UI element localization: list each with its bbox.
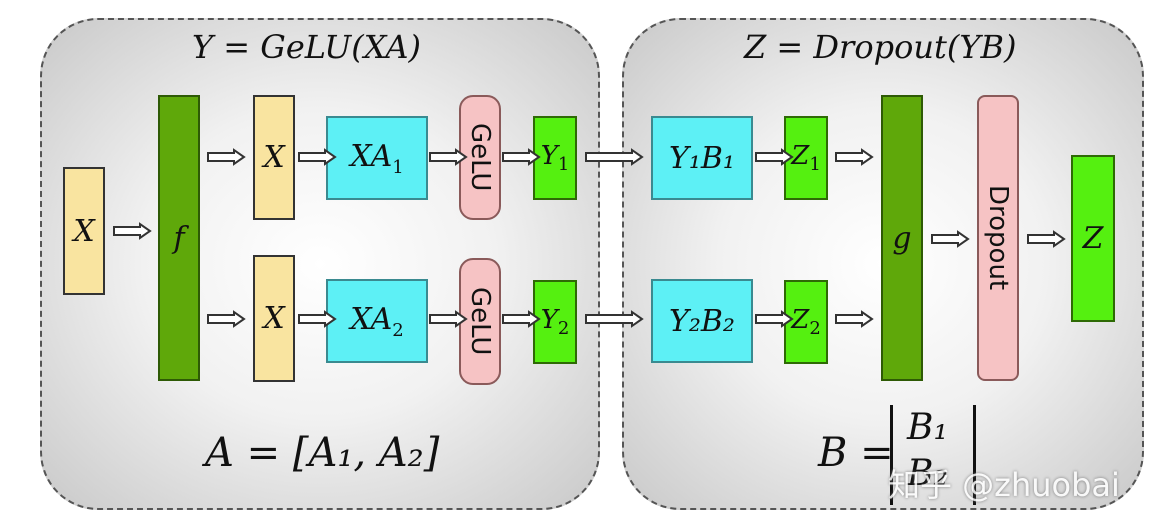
f-operator-label: f [173, 220, 185, 256]
branch2-xa-box: XA2 [326, 279, 428, 363]
input-x-label: X [73, 213, 95, 249]
branch1-x-label: X [263, 140, 285, 175]
branch2-x-box: X [253, 255, 295, 382]
branch2-y-label: Y2 [540, 304, 570, 340]
branch2-x-label: X [263, 301, 285, 336]
branch2-y-box: Y2 [533, 280, 577, 364]
branch2-xa-label: XA2 [350, 301, 404, 341]
matrix-top-entry: B₁ [907, 407, 948, 448]
branch1-z-box: Z1 [784, 116, 828, 200]
input-x-box: X [63, 167, 105, 295]
output-z-box: Z [1071, 155, 1115, 322]
branch2-z-box: Z2 [784, 280, 828, 364]
dropout-box: Dropout [977, 95, 1019, 381]
left-panel-title: Y = GeLU(XA) [192, 28, 421, 66]
branch1-gelu-label: GeLU [465, 123, 495, 192]
branch1-xa-box: XA1 [326, 116, 428, 200]
branch1-y-box: Y1 [533, 116, 577, 200]
branch2-yb-box: Y₂B₂ [651, 279, 753, 363]
g-operator-box: g [881, 95, 923, 381]
branch1-yb-box: Y₁B₁ [651, 116, 753, 200]
branch2-z-label: Z2 [791, 304, 821, 340]
branch1-yb-label: Y₁B₁ [669, 140, 735, 176]
left-panel: Y = GeLU(XA) [40, 18, 600, 510]
branch1-xa-label: XA1 [350, 138, 404, 178]
g-operator-label: g [892, 220, 912, 256]
branch1-y-label: Y1 [540, 140, 570, 176]
branch1-x-box: X [253, 95, 295, 220]
branch1-gelu-box: GeLU [459, 95, 501, 220]
right-panel-title: Z = Dropout(YB) [744, 28, 1017, 66]
branch2-gelu-box: GeLU [459, 258, 501, 385]
left-formula: A = [A₁, A₂] [205, 430, 440, 476]
f-operator-box: f [158, 95, 200, 381]
right-formula-lhs: B = [818, 430, 894, 476]
dropout-label: Dropout [983, 185, 1013, 291]
b-matrix: B₁ B₂ [890, 405, 976, 505]
output-z-label: Z [1082, 221, 1104, 256]
watermark: 知乎 @zhuobai [888, 466, 1120, 504]
matrix-bottom-entry: B₂ [907, 453, 948, 494]
branch1-z-label: Z1 [791, 140, 821, 176]
branch2-gelu-label: GeLU [465, 287, 495, 356]
branch2-yb-label: Y₂B₂ [669, 303, 735, 339]
